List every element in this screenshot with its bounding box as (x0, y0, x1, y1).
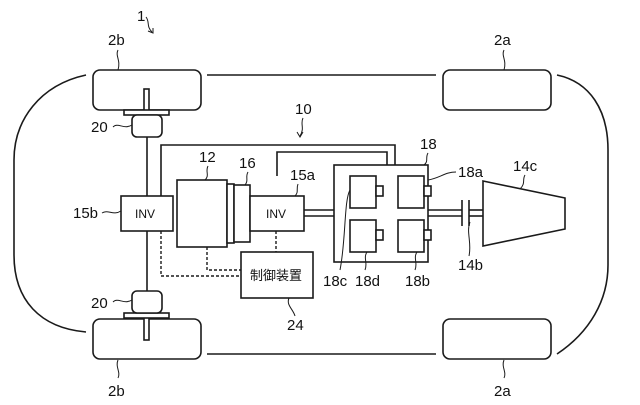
cell-18c-label: 18c (323, 273, 348, 290)
in-wheel-motor-top (131, 114, 163, 138)
wheel-2a-bottom-label: 2a (494, 383, 511, 400)
control-line-engine (206, 247, 241, 271)
controller-text: 制御装置 (250, 269, 302, 284)
system-ref-label: 10 (295, 101, 312, 118)
inverter-15a-text: INV (266, 207, 286, 221)
inverter-15a: INV (249, 195, 305, 232)
rear-wheel-bottom (92, 312, 202, 360)
controller-24: 制御装置 (240, 251, 314, 299)
cell-18b (397, 219, 425, 253)
cell-18a (397, 175, 425, 209)
power-wire-inner (276, 151, 388, 176)
vehicle-ref-label: 1 (137, 8, 145, 25)
battery-pack-18 (333, 164, 432, 263)
cell-18b-label: 18b (405, 273, 430, 290)
battery-18-label: 18 (420, 136, 437, 153)
cell-18a-label: 18a (458, 164, 484, 181)
inverter-15b: INV (120, 195, 174, 232)
in-wheel-motor-bottom (131, 290, 163, 314)
wheel-2b-top-label: 2b (108, 32, 125, 49)
controller-24-label: 24 (287, 317, 304, 334)
cell-18c (349, 175, 377, 209)
inverter-15b-label: 15b (73, 205, 98, 222)
vehicle-body-outline (13, 74, 609, 355)
inverter-15b-text: INV (135, 207, 155, 221)
motor-20-top-label: 20 (91, 119, 108, 136)
cell-18d (349, 219, 377, 253)
front-wheel-bottom (442, 318, 552, 360)
cell-18d-label: 18d (355, 273, 380, 290)
clutch-14b-label: 14b (458, 257, 483, 274)
rear-wheel-top (92, 69, 202, 116)
generator-16-label: 16 (239, 155, 256, 172)
power-wire-outer (160, 144, 396, 197)
transmission-14c-label: 14c (513, 158, 538, 175)
wheel-2a-top-label: 2a (494, 32, 511, 49)
wheel-2b-bottom-label: 2b (108, 383, 125, 400)
engine-12 (176, 179, 251, 248)
motor-20-bottom-label: 20 (91, 295, 108, 312)
vehicle-arrow (145, 16, 153, 33)
front-wheel-top (442, 69, 552, 111)
engine-12-label: 12 (199, 149, 216, 166)
transmission-14c (482, 180, 566, 247)
inverter-15a-label: 15a (290, 167, 316, 184)
control-line-15b (160, 231, 241, 277)
